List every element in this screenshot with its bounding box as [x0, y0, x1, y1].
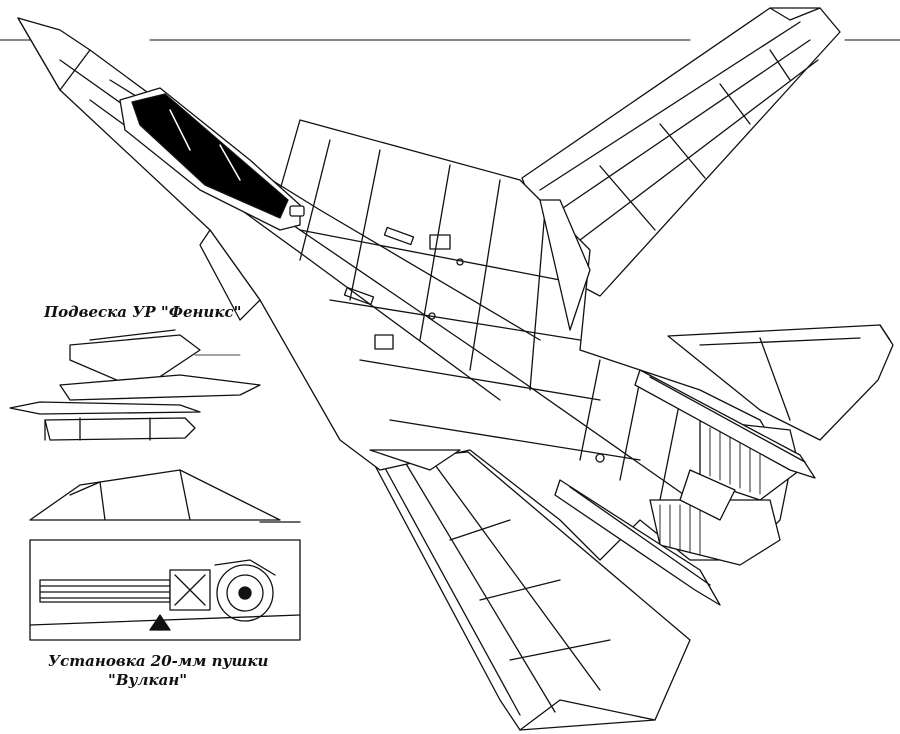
engine-nozzles — [649, 419, 801, 566]
canopy-side-inset — [29, 469, 301, 523]
left-wing — [371, 451, 691, 731]
gun-installation-caption: Установка 20-мм пушки — [48, 652, 269, 670]
underwing-missiles — [554, 369, 816, 606]
vulcan-gun-inset — [29, 539, 301, 641]
right-wing — [521, 7, 841, 297]
ventral-fins — [199, 199, 591, 471]
phoenix-mount-caption: Подвеска УР "Феникс" — [44, 303, 242, 321]
right-stabilizer — [667, 324, 894, 441]
canopy — [119, 87, 305, 231]
gun-installation-caption-line2: "Вулкан" — [108, 671, 188, 689]
phoenix-mount-inset — [9, 329, 261, 441]
